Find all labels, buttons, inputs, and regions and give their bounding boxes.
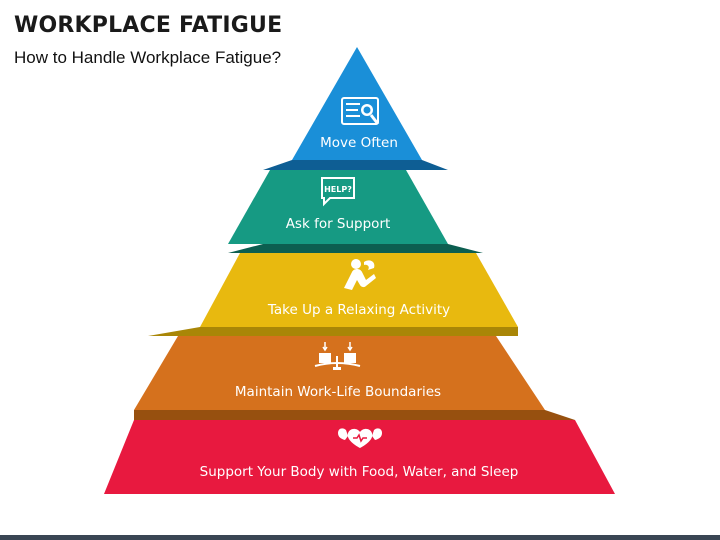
footer-bar	[0, 535, 720, 540]
level-3-label: Take Up a Relaxing Activity	[267, 302, 450, 318]
monitor-magnifier-icon	[341, 97, 380, 125]
level-2-label: Ask for Support	[286, 216, 391, 232]
level-3-shade	[148, 327, 518, 336]
level-5-label: Support Your Body with Food, Water, and …	[200, 464, 519, 480]
level-1-label: Move Often	[320, 135, 398, 151]
relaxing-person-icon	[344, 259, 376, 290]
heart-strength-icon	[338, 428, 382, 448]
level-1-shade	[263, 160, 448, 170]
level-4-shade	[134, 410, 575, 420]
level-2-shape	[228, 170, 448, 244]
help-speech-bubble-icon: HELP?	[321, 177, 355, 207]
page-title: WORKPLACE FATIGUE	[14, 13, 283, 38]
balance-scale-icon	[314, 342, 361, 370]
level-2-shade	[228, 244, 483, 253]
level-3-shape	[200, 253, 518, 327]
level-5-shape	[104, 420, 615, 494]
svg-text:HELP?: HELP?	[324, 185, 352, 194]
page-subtitle: How to Handle Workplace Fatigue?	[14, 48, 282, 67]
level-4-shape	[134, 336, 545, 410]
level-4-label: Maintain Work-Life Boundaries	[235, 384, 441, 400]
